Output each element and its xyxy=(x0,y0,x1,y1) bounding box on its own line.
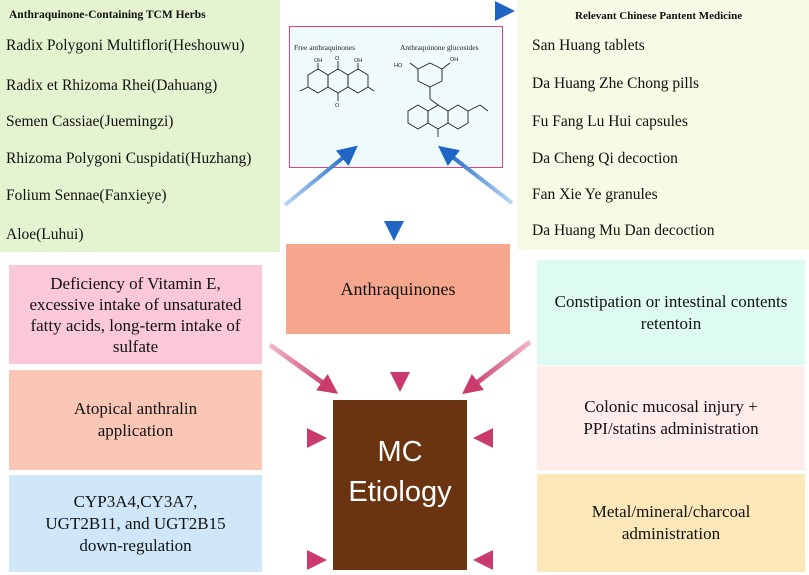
colonic-factor-label: Colonic mucosal injury + PPI/statins adm… xyxy=(583,397,759,438)
free-anthraquinone-molecule xyxy=(299,61,375,101)
atom-label: OH xyxy=(450,57,458,63)
colonic-factor-box: Colonic mucosal injury + PPI/statins adm… xyxy=(537,366,805,470)
herb-item: Radix et Rhizoma Rhei(Dahuang) xyxy=(6,77,218,94)
constipation-factor-box: Constipation or intestinal contents rete… xyxy=(537,260,805,365)
vitamin-factor-label: Deficiency of Vitamin E, excessive intak… xyxy=(29,273,242,356)
medicine-item: Fu Fang Lu Hui capsules xyxy=(532,113,688,130)
molecule-structures: Free anthraquinones Anthraquinone glucos… xyxy=(294,43,489,137)
herbs-title: Anthraquinone-Containing TCM Herbs xyxy=(9,9,206,21)
herb-item: Folium Sennae(Fanxieye) xyxy=(6,187,167,204)
anthralin-factor-label: Atopical anthralin application xyxy=(73,399,198,440)
anthraquinone-glucoside-molecule xyxy=(407,62,489,137)
medicine-panel: Relevant Chinese Pantent Medicine San Hu… xyxy=(517,0,809,250)
atom-label: O xyxy=(335,103,340,109)
anthraquinones-box: Anthraquinones xyxy=(286,244,510,334)
etiology-label: Etiology xyxy=(348,476,452,508)
atom-label: HO xyxy=(394,63,403,69)
structure-panel: Free anthraquinones Anthraquinone glucos… xyxy=(289,26,503,168)
atom-label: OH xyxy=(354,58,362,64)
cyp-factor-box: CYP3A4,CY3A7, UGT2B11, and UGT2B15 down-… xyxy=(9,475,262,572)
medicine-item: Fan Xie Ye granules xyxy=(532,186,658,203)
arrow-vitamin-to-mc xyxy=(268,342,339,394)
arrow-constipation-to-mc xyxy=(462,340,532,395)
medicine-item: San Huang tablets xyxy=(532,37,645,54)
atom-label: OH xyxy=(314,58,322,64)
atom-label: O xyxy=(335,56,340,62)
herbs-panel: Anthraquinone-Containing TCM Herbs Radix… xyxy=(0,0,280,252)
herb-item: Radix Polygoni Multiflori(Heshouwu) xyxy=(6,37,245,54)
medicine-item: Da Cheng Qi decoction xyxy=(532,150,678,167)
metal-factor-label: Metal/mineral/charcoal administration xyxy=(591,502,751,543)
medicine-title: Relevant Chinese Pantent Medicine xyxy=(575,10,743,22)
cyp-factor-label: CYP3A4,CY3A7, UGT2B11, and UGT2B15 down-… xyxy=(45,491,226,555)
free-anthraquinones-label: Free anthraquinones xyxy=(294,43,355,52)
constipation-factor-label: Constipation or intestinal contents rete… xyxy=(554,291,788,333)
mc-label: MC xyxy=(377,436,423,468)
anthraquinones-label: Anthraquinones xyxy=(340,278,456,299)
herb-item: Aloe(Luhui) xyxy=(6,226,84,243)
anthraquinone-glucosides-label: Anthraquinone glucosides xyxy=(400,43,479,52)
metal-factor-box: Metal/mineral/charcoal administration xyxy=(537,474,805,572)
anthralin-factor-box: Atopical anthralin application xyxy=(9,370,262,470)
herb-item: Rhizoma Polygoni Cuspidati(Huzhang) xyxy=(6,150,252,167)
mc-etiology-box: MC Etiology xyxy=(333,400,467,570)
vitamin-factor-box: Deficiency of Vitamin E, excessive intak… xyxy=(9,265,262,364)
medicine-item: Da Huang Zhe Chong pills xyxy=(532,75,700,92)
medicine-item: Da Huang Mu Dan decoction xyxy=(532,222,715,239)
herb-item: Semen Cassiae(Juemingzi) xyxy=(6,113,174,130)
